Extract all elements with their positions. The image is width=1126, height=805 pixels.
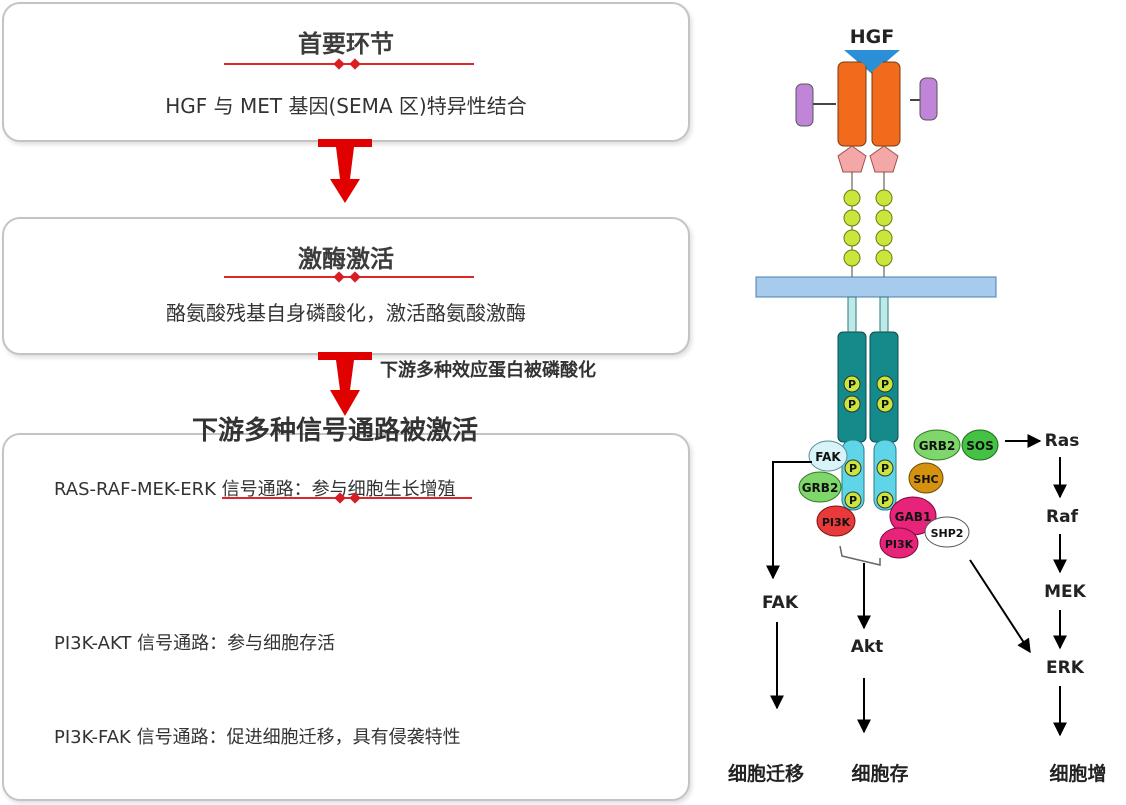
pentagon-domain-right-icon [869,145,899,173]
sos-protein-icon [961,429,999,461]
pi3k-left-protein-icon [816,505,856,537]
step-2-text: 酪氨酸残基自身磷酸化，激活酪氨酸激酶 [166,301,526,325]
fak-output-label: FAK [762,593,799,613]
cascade-erk: ERK [1046,658,1085,678]
svg-text:P: P [881,378,889,391]
svg-text:PI3K: PI3K [822,516,851,529]
fak-protein-icon [808,440,848,472]
title-divider [222,497,472,499]
phosphorylation-note: 下游多种效应蛋白被磷酸化 [380,360,596,381]
pathways-title: 下游多种信号通路被激活 [192,416,479,446]
svg-text:SHC: SHC [913,473,938,486]
purple-domain-left-icon [795,83,836,127]
flow-arrow-2 [318,352,372,416]
svg-text:P: P [849,462,857,475]
shc-protein-icon [908,462,944,494]
grb2-left-protein-icon [798,471,842,503]
flow-arrow-1 [318,139,372,203]
ig-domain-chain-left-icon [843,172,861,280]
svg-text:P: P [848,398,856,411]
output-proliferation: 细胞增 [1049,762,1106,785]
cascade-raf: Raf [1046,507,1079,527]
svg-text:P: P [849,494,857,507]
svg-text:P: P [881,462,889,475]
step-1-text: HGF 与 MET 基因(SEMA 区)特异性结合 [165,94,527,118]
svg-text:GAB1: GAB1 [895,510,932,524]
svg-text:P: P [848,378,856,391]
met-signaling-diagram: HGF P P P P [728,26,1107,785]
shp2-protein-icon [924,516,970,548]
pi3k-right-protein-icon [879,527,919,559]
step-2-title: 激酶激活 [298,245,394,273]
receptor-extracellular-right-icon [871,61,901,147]
ig-domain-chain-right-icon [875,172,893,280]
cascade-ras: Ras [1045,431,1080,451]
purple-domain-right-icon [910,77,938,121]
output-survival: 细胞存 [851,762,908,785]
receptor-extracellular-left-icon [837,61,867,147]
cell-membrane [755,276,997,298]
pathway-item: PI3K-FAK 信号通路：促进细胞迁移，具有侵袭特性 [54,727,461,748]
divider-diamond [349,58,361,70]
pathways-box: RAS-RAF-MEK-ERK 信号通路：参与细胞生长增殖 PI3K-AKT 信… [2,433,690,801]
title-divider [224,63,474,65]
svg-text:P: P [881,494,889,507]
pathway-item: PI3K-AKT 信号通路：参与细胞存活 [54,633,336,654]
pentagon-domain-left-icon [837,145,867,173]
svg-text:FAK: FAK [815,450,841,464]
phospho-group: P P P P P P P P [843,375,894,509]
svg-text:SOS: SOS [966,439,994,453]
step-box-2: 激酶激活 酪氨酸残基自身磷酸化，激活酪氨酸激酶 [2,217,690,355]
divider-diamond [333,58,345,70]
svg-text:GRB2: GRB2 [802,481,839,495]
hgf-label: HGF [850,26,894,48]
svg-text:PI3K: PI3K [885,538,914,551]
step-box-1: 首要环节 HGF 与 MET 基因(SEMA 区)特异性结合 [2,2,690,142]
akt-output-label: Akt [851,637,884,657]
output-migration: 细胞迁移 [728,762,804,785]
svg-text:P: P [881,398,889,411]
svg-text:GRB2: GRB2 [919,439,956,453]
grb2-right-protein-icon [913,429,961,461]
cascade-mek: MEK [1044,582,1087,602]
svg-text:SHP2: SHP2 [931,527,964,540]
step-1-title: 首要环节 [298,30,394,58]
title-divider [224,276,474,278]
